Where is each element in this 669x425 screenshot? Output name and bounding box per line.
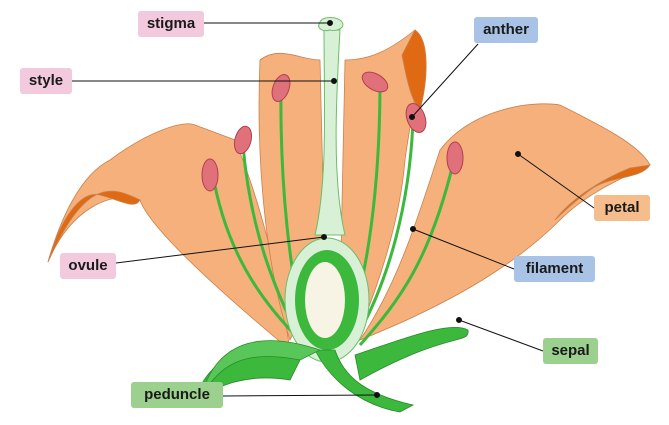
pistil [284, 17, 370, 363]
label-style: style [20, 68, 72, 94]
peduncle-stem [314, 349, 415, 413]
label-sepal: sepal [543, 338, 598, 364]
anthers [201, 71, 464, 192]
leader-lines [72, 20, 595, 398]
sepals-and-stem [194, 326, 469, 413]
label-filament: filament [514, 256, 595, 282]
petal-left [47, 123, 291, 351]
label-peduncle: peduncle [131, 382, 223, 408]
label-anther: anther [474, 17, 538, 43]
label-stigma: stigma [138, 11, 204, 37]
label-petal: petal [594, 195, 650, 221]
label-ovule: ovule [60, 253, 116, 279]
petal-right [358, 103, 651, 341]
